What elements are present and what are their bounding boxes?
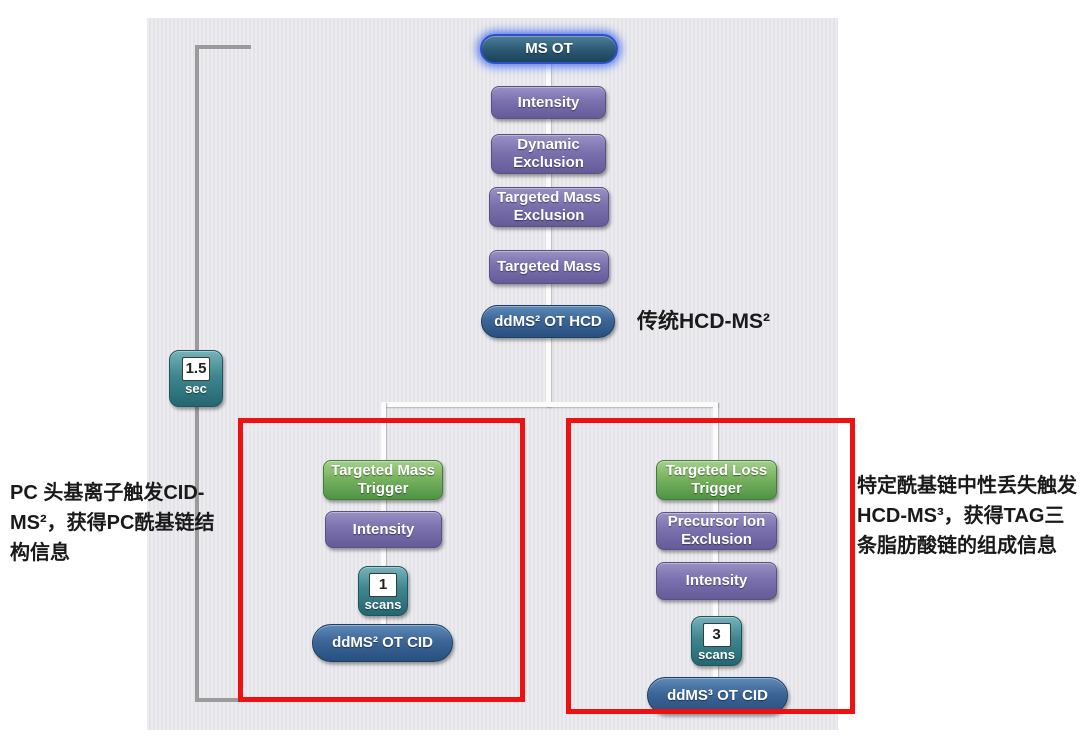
node-targeted-loss-trigger[interactable]: Targeted Loss Trigger xyxy=(656,460,777,500)
node-targeted-mass-exclusion[interactable]: Targeted Mass Exclusion xyxy=(489,187,609,227)
node-targeted-mass-trigger[interactable]: Targeted Mass Trigger xyxy=(323,460,443,500)
node-label: ddMS² OT HCD xyxy=(494,312,602,330)
node-ddms3-ot-cid[interactable]: ddMS³ OT CID xyxy=(647,677,788,714)
loop-line-top xyxy=(195,45,251,49)
highlight-box-left xyxy=(238,418,525,702)
node-label: Targeted Loss Trigger xyxy=(665,462,768,497)
left-note: PC 头基离子触发CID-MS²，获得PC酰基链结构信息 xyxy=(10,482,215,564)
scan-count-value: 1 xyxy=(369,573,397,597)
node-label: Precursor Ion Exclusion xyxy=(667,513,766,548)
node-label: Targeted Mass xyxy=(497,258,601,275)
node-precursor-ion-exclusion[interactable]: Precursor Ion Exclusion xyxy=(656,512,777,550)
node-label: ddMS² OT CID xyxy=(332,634,433,651)
node-scan-count-left[interactable]: 1 scans xyxy=(358,566,408,616)
node-label: MS OT xyxy=(525,40,573,57)
node-intensity-left[interactable]: Intensity xyxy=(325,511,442,548)
node-targeted-mass[interactable]: Targeted Mass xyxy=(489,250,609,284)
node-label: Dynamic Exclusion xyxy=(513,136,584,171)
scan-count-value: 3 xyxy=(702,623,731,647)
node-intensity-right[interactable]: Intensity xyxy=(656,562,777,600)
right-note: 特定酰基链中性丢失触发HCD-MS³，获得TAG三条脂肪酸链的组成信息 xyxy=(857,475,1077,557)
hcd-ms2-label: 传统HCD-MS² xyxy=(637,310,770,333)
scan-count-unit: scans xyxy=(698,647,735,662)
highlight-box-right xyxy=(566,418,855,714)
node-scan-count-right[interactable]: 3 scans xyxy=(691,616,742,666)
node-intensity-main[interactable]: Intensity xyxy=(491,86,606,119)
node-label: Intensity xyxy=(685,572,748,589)
node-label: Intensity xyxy=(517,93,580,111)
loop-line-bottom xyxy=(195,698,243,702)
timer-unit: sec xyxy=(185,381,207,396)
node-label: ddMS³ OT CID xyxy=(667,686,768,704)
node-ms-ot[interactable]: MS OT xyxy=(480,34,618,64)
scan-count-unit: scans xyxy=(364,597,402,612)
node-ddms2-ot-cid[interactable]: ddMS² OT CID xyxy=(312,624,453,662)
node-label: Targeted Mass Exclusion xyxy=(497,189,601,224)
main-connector-line xyxy=(546,62,551,407)
node-cycle-timer[interactable]: 1.5 sec xyxy=(169,350,223,407)
node-dynamic-exclusion[interactable]: Dynamic Exclusion xyxy=(491,134,606,174)
branch-split-line xyxy=(381,402,718,407)
node-label: Intensity xyxy=(352,520,415,538)
node-label: Targeted Mass Trigger xyxy=(331,462,435,497)
timer-value: 1.5 xyxy=(182,357,210,381)
node-ddms2-ot-hcd[interactable]: ddMS² OT HCD xyxy=(481,305,615,338)
